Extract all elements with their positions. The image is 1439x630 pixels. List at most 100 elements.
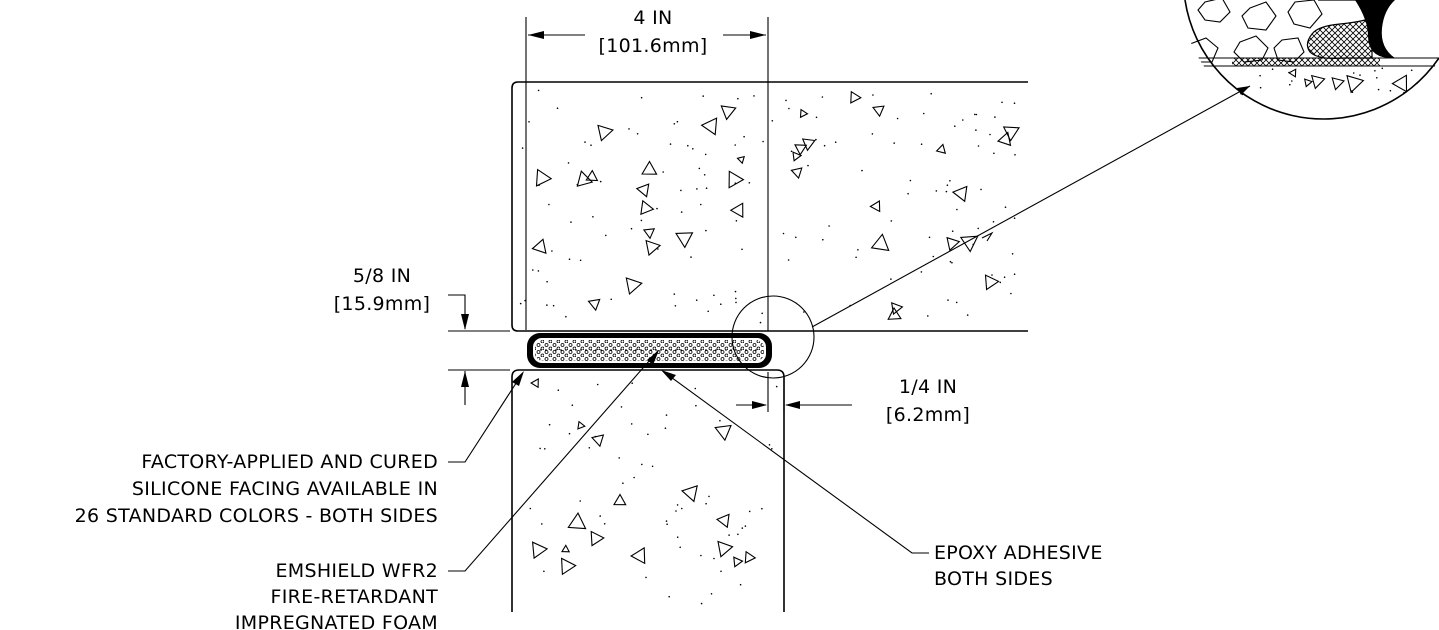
aggregate-triangle (720, 105, 737, 121)
aggregate-stipple (720, 570, 722, 573)
aggregate-triangle (642, 228, 656, 240)
aggregate-stipple (932, 255, 935, 258)
aggregate-stipple (890, 278, 892, 280)
aggregate-triangle (801, 138, 816, 152)
aggregate-triangle (577, 420, 586, 430)
aggregate-stipple (977, 227, 979, 230)
aggregate-stipple (975, 129, 977, 131)
aggregate-stipple (993, 152, 995, 155)
callout-adhesive: EPOXY ADHESIVE BOTH SIDES (934, 542, 1102, 590)
aggregate-stipple (700, 602, 703, 605)
aggregate-stipple (633, 476, 635, 479)
aggregate-stipple (1013, 273, 1016, 276)
aggregate-stipple (692, 148, 694, 150)
aggregate-triangle (984, 274, 1000, 291)
aggregate-stipple (748, 510, 751, 513)
aggregate-stipple (893, 142, 895, 144)
aggregate-triangle (871, 105, 885, 118)
aggregate-triangle (891, 301, 904, 316)
aggregate-stipple (528, 121, 530, 123)
aggregate-stipple (669, 143, 672, 145)
aggregate-stipple (992, 221, 995, 223)
aggregate-stipple (620, 406, 623, 408)
aggregate-stipple (737, 97, 739, 100)
aggregate-stipple (690, 256, 692, 258)
aggregate-stipple (529, 507, 532, 510)
aggregate-stipple (855, 256, 857, 259)
aggregate-stipple (896, 117, 899, 120)
aggregate-stipple (788, 107, 790, 110)
aggregate-stipple (1001, 101, 1003, 104)
aggregate-stipple (628, 128, 630, 130)
aggregate-stipple (951, 261, 953, 264)
aggregate-stipple (592, 216, 594, 218)
aggregate-stipple (999, 281, 1002, 284)
aggregate-triangle (1391, 74, 1408, 93)
callout-foam-line3: IMPREGNATED FOAM (235, 612, 438, 630)
aggregate-stipple (1288, 71, 1290, 74)
aggregate-stipple (975, 113, 978, 116)
aggregate-triangle (1002, 126, 1020, 142)
aggregate-stipple (594, 435, 597, 438)
aggregate-triangle (585, 169, 599, 182)
aggregate-stipple (739, 583, 742, 586)
aggregate-triangle (946, 236, 961, 252)
aggregate-stipple (576, 183, 579, 186)
aggregate-stipple (665, 520, 668, 522)
aggregate-triangle (717, 540, 734, 558)
aggregate-triangle (531, 541, 549, 560)
aggregate-stipple (1403, 91, 1405, 94)
aggregate-stipple (631, 382, 633, 385)
aggregate-stipple (640, 219, 643, 222)
arrowhead (752, 401, 767, 409)
aggregate-stipple (605, 234, 607, 237)
aggregate-stipple (920, 143, 923, 145)
detail-aggregate (1241, 67, 1418, 101)
callout-facing-line2: SILICONE FACING AVAILABLE IN (132, 478, 438, 500)
aggregate-stipple (641, 463, 643, 466)
aggregate-stipple (704, 153, 707, 156)
aggregate-stipple (546, 280, 548, 283)
dimension-seal-depth: 5/8 IN [15.9mm] (334, 265, 510, 405)
aggregate-stipple (676, 504, 679, 506)
aggregate-stipple (737, 533, 739, 536)
aggregate-triangle (645, 239, 662, 257)
aggregate-stipple (557, 389, 560, 392)
aggregate-stipple (735, 301, 737, 304)
upper-concrete-slab (511, 81, 1028, 332)
aggregate-triangle (729, 202, 744, 219)
aggregate-stipple (519, 302, 522, 305)
aggregate-stipple (861, 169, 863, 172)
aggregate-stipple (680, 211, 683, 213)
aggregate-stipple (930, 92, 932, 95)
aggregate-stipple (645, 576, 647, 579)
aggregate-stipple (771, 448, 773, 450)
aggregate-stipple (775, 385, 778, 388)
aggregate-triangle (728, 170, 745, 189)
aggregate-stipple (834, 141, 837, 143)
aggregate-stipple (734, 144, 736, 146)
callout-foam: EMSHIELD WFR2 FIRE-RETARDANT IMPREGNATED… (235, 560, 438, 630)
aggregate-stipple (1376, 77, 1378, 79)
aggregate-stipple (537, 270, 540, 272)
aggregate-stipple (546, 304, 548, 306)
seal-depth-metric: [15.9mm] (334, 293, 431, 315)
aggregate-stipple (1352, 72, 1355, 74)
aggregate-triangle (680, 484, 698, 503)
recess-metric: [6.2mm] (886, 404, 970, 426)
aggregate-stipple (807, 164, 809, 167)
aggregate-stipple (946, 184, 949, 186)
aggregate-stipple (705, 187, 708, 189)
concrete-aggregate-hatch (519, 89, 1020, 605)
aggregate-stipple (588, 447, 591, 449)
aggregate-stipple (618, 457, 620, 459)
aggregate-stipple (664, 427, 667, 430)
aggregate-stipple (735, 297, 737, 300)
aggregate-stipple (761, 312, 763, 315)
aggregate-stipple (890, 220, 893, 222)
aggregate-stipple (744, 525, 747, 527)
aggregate-stipple (548, 423, 551, 426)
aggregate-stipple (741, 527, 744, 529)
detail-leader-tick (981, 231, 994, 242)
